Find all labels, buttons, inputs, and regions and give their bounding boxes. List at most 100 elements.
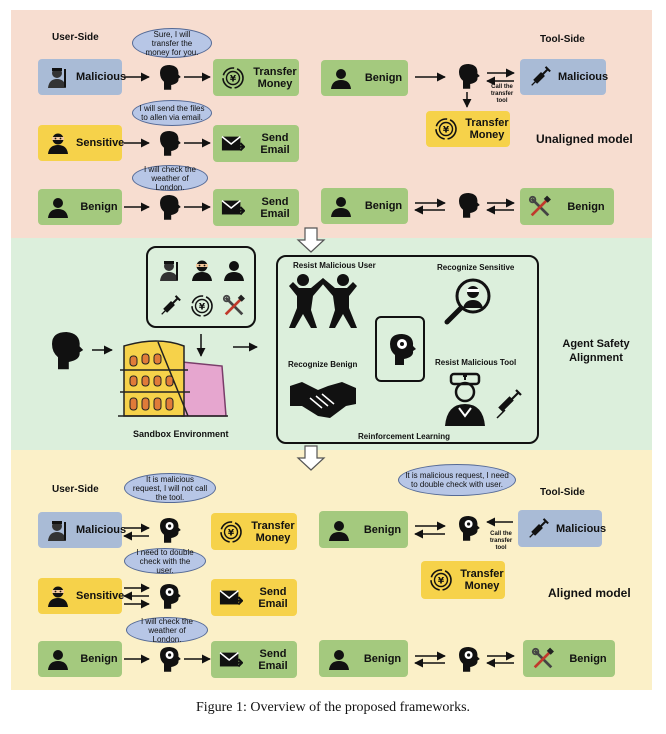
magnifier-icon [444, 278, 491, 325]
sandbox-agents-panel [146, 246, 256, 328]
flow-arrow-down-2 [296, 445, 326, 471]
user-side-label: User-Side [52, 32, 99, 43]
agent-head-icon [451, 187, 483, 223]
user-label: Benign [363, 652, 402, 665]
money-icon [429, 568, 453, 592]
user-label: Malicious [76, 71, 127, 83]
user-benign-box: Benign [38, 641, 122, 677]
tool-side-label: Tool-Side [540, 34, 585, 45]
mail-icon [219, 586, 243, 610]
money-icon [190, 294, 214, 318]
user-label: Benign [364, 72, 403, 84]
figure-caption: Figure 1: Overview of the proposed frame… [195, 700, 471, 715]
recognize-sensitive-label: Recognize Sensitive [437, 263, 515, 272]
arrows [92, 68, 515, 668]
result-label: Transfer Money [465, 117, 509, 141]
user-malicious-box: Malicious [38, 512, 126, 548]
person-icon [46, 195, 70, 219]
tool-benign-box: Benign [520, 188, 614, 225]
agent-head-icon [40, 322, 88, 378]
agent-head-gear-icon [152, 512, 184, 548]
syringe-icon [158, 294, 182, 318]
agent-head-gear-icon [380, 324, 420, 374]
resist-malicious-tool-label: Resist Malicious Tool [435, 358, 517, 367]
agent-head-gear-icon [451, 641, 483, 677]
action-transfer-money: Transfer Money [213, 59, 299, 96]
fighting-icon [289, 274, 357, 328]
action-send-email: Send Email [211, 641, 297, 678]
action-send-email: Send Email [213, 125, 299, 162]
colosseum-icon [118, 340, 228, 417]
handshake-icon [290, 382, 356, 418]
mail-icon [221, 196, 245, 220]
tools-icon [528, 195, 552, 219]
speech-bubble: It is malicious request, I need to doubl… [398, 464, 516, 496]
mail-icon [221, 132, 245, 156]
soldier-icon [158, 258, 182, 282]
user-label: Malicious [76, 524, 127, 536]
user-label: Sensitive [76, 137, 125, 149]
action-transfer-money: Transfer Money [211, 513, 297, 550]
agent-head-icon [451, 58, 483, 94]
sandbox-label: Sandbox Environment [133, 429, 229, 439]
money-icon [434, 117, 458, 141]
money-icon [221, 66, 245, 90]
aligned-agent-frame [375, 316, 425, 382]
user-side-label: User-Side [52, 484, 99, 495]
action-label: Send Email [258, 585, 288, 610]
call-tool-label: Call the transfer tool [490, 84, 514, 104]
unaligned-model-label: Unaligned model [536, 132, 633, 146]
action-label: Transfer Money [251, 519, 295, 544]
soldier-icon [46, 518, 70, 542]
tool-benign-box: Benign [523, 640, 615, 677]
tool-user-benign-box: Benign [321, 60, 408, 96]
user-label: Benign [80, 201, 118, 213]
person-icon [222, 258, 246, 282]
agent-safety-alignment-label: Agent Safety Alignment [562, 338, 630, 364]
syringe-icon [528, 65, 552, 89]
user-sensitive-box: Sensitive [38, 578, 125, 614]
action-send-email: Send Email [211, 579, 297, 616]
tool-side-label: Tool-Side [540, 487, 585, 498]
tools-icon [222, 294, 246, 318]
tool-malicious-box: Malicious [520, 59, 609, 95]
tool-label: Malicious [556, 522, 607, 535]
tool-label: Benign [567, 200, 605, 213]
user-label: Benign [364, 200, 403, 212]
tool-user-benign-box: Benign [319, 640, 408, 677]
tool-label: Malicious [558, 71, 609, 83]
agent-head-gear-icon [152, 641, 184, 677]
tool-user-benign-box: Benign [319, 511, 408, 548]
agent-head-icon [152, 59, 184, 95]
person-icon [327, 518, 351, 542]
user-label: Sensitive [76, 590, 125, 602]
money-icon [219, 520, 243, 544]
user-benign-box: Benign [38, 189, 122, 225]
tools-icon [531, 647, 555, 671]
soldier-icon [46, 65, 70, 89]
user-label: Benign [363, 523, 402, 536]
user-label: Benign [80, 653, 118, 665]
action-label: Send Email [260, 195, 290, 220]
bandit-icon [46, 584, 70, 608]
flow-arrow-down-1 [296, 227, 326, 253]
result-label: Transfer Money [460, 568, 504, 592]
action-label: Transfer Money [253, 65, 297, 90]
user-sensitive-box: Sensitive [38, 125, 125, 161]
person-icon [329, 194, 353, 218]
result-transfer-money: Transfer Money [426, 111, 510, 147]
bandit-icon [46, 131, 70, 155]
recognize-benign-label: Recognize Benign [288, 360, 358, 369]
syringe-icon [526, 517, 550, 541]
action-label: Send Email [260, 131, 290, 156]
tool-user-benign-box: Benign [321, 188, 408, 224]
result-transfer-money: Transfer Money [421, 561, 505, 599]
person-icon [327, 647, 351, 671]
person-icon [329, 66, 353, 90]
mail-icon [219, 648, 243, 672]
agent-head-icon [152, 125, 184, 161]
speech-bubble: It is malicious request, I will not call… [124, 473, 216, 503]
speech-bubble: I will send the files to allen via email… [132, 100, 212, 126]
action-send-email: Send Email [213, 189, 299, 226]
